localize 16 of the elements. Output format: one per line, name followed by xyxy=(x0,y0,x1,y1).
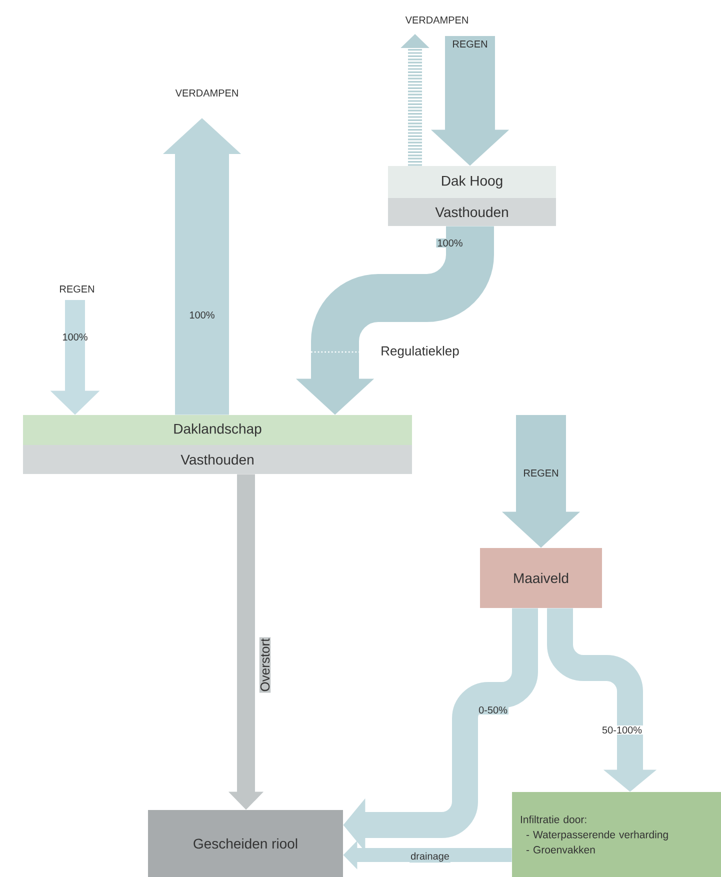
edge-label: 50-100% xyxy=(601,725,644,735)
valve-label: Regulatieklep xyxy=(382,346,459,358)
percentage-label: 100% xyxy=(62,333,88,341)
ground-level-box: Maaiveld xyxy=(480,548,602,608)
edge-label: Overstort xyxy=(259,637,271,693)
flow-label: VERDAMPEN xyxy=(175,90,238,96)
edge-label: REGEN xyxy=(58,284,96,294)
roof-box: Dak Hoog xyxy=(388,166,556,198)
infiltration-box: Infiltratie door: - Waterpasserende verharding - Groenvakken xyxy=(512,792,721,877)
edge-label: 100% xyxy=(436,238,464,248)
retention-box: Vasthouden xyxy=(388,198,556,226)
roof-landscape-box: Daklandschap xyxy=(23,415,412,445)
edge-label: VERDAMPEN xyxy=(404,16,470,24)
edge-label: drainage xyxy=(410,851,450,863)
sewer-box: Gescheiden riool xyxy=(148,810,343,877)
retention-box: Vasthouden xyxy=(23,445,412,474)
